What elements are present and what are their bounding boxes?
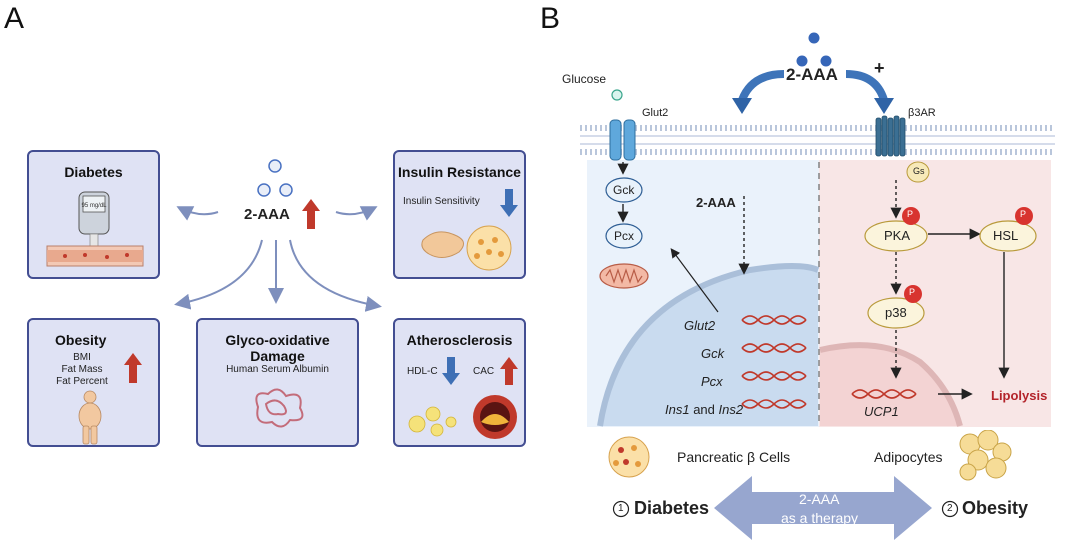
down-arrow-icon bbox=[500, 189, 518, 217]
glyco-title: Glyco-oxidative Damage bbox=[225, 332, 330, 364]
gck-node bbox=[605, 177, 643, 203]
diabetes-title: Diabetes bbox=[64, 164, 123, 180]
therapy-line1: 2-AAA bbox=[799, 491, 840, 507]
obesity-metrics: BMI Fat Mass Fat Percent bbox=[47, 352, 117, 388]
gene-ins: Ins1 and Ins2 bbox=[665, 402, 743, 417]
therapy-line2: as a therapy bbox=[781, 510, 859, 526]
panel-b-letter: B bbox=[540, 2, 561, 35]
mitochondrion-icon bbox=[599, 263, 649, 289]
p38-label: p38 bbox=[885, 305, 907, 320]
top-curved-arrows bbox=[732, 70, 894, 114]
beta3ar-label: β3AR bbox=[908, 107, 936, 119]
pcx-node bbox=[605, 223, 643, 249]
number-1: 1 bbox=[618, 503, 624, 514]
beta-cells-label: Pancreatic β Cells bbox=[677, 449, 791, 465]
phospho-badge bbox=[904, 285, 922, 303]
ucp1-dna-icon bbox=[851, 389, 917, 399]
pcx-label: Pcx bbox=[614, 229, 635, 243]
pancreatic-pathway-arrows bbox=[617, 162, 750, 313]
insulin-resistance-box: Insulin Resistance Insulin Sensitivity bbox=[393, 150, 526, 279]
gene-pcx: Pcx bbox=[701, 374, 723, 389]
up-arrow-icon bbox=[124, 353, 142, 383]
person-icon bbox=[78, 390, 102, 445]
insulin-sensitivity-label: Insulin Sensitivity bbox=[403, 196, 480, 207]
up-arrow-icon bbox=[500, 357, 518, 385]
adipocyte-cluster-icon bbox=[959, 430, 1012, 481]
gene-ins2: Ins2 bbox=[718, 402, 744, 417]
phospho-label: P bbox=[907, 209, 914, 219]
phospho-badge bbox=[902, 207, 920, 225]
membrane-nucleus-graphic bbox=[580, 120, 1055, 427]
albumin-protein-icon bbox=[255, 388, 304, 428]
pka-node bbox=[864, 220, 928, 252]
diabetes-box: Diabetes 95 mg/dL bbox=[27, 150, 160, 279]
up-arrow-icon bbox=[302, 199, 320, 229]
cac-label: CAC bbox=[473, 366, 495, 377]
dna-helix-icons bbox=[741, 315, 807, 409]
hdl-label: HDL-C bbox=[407, 366, 438, 377]
hsl-node bbox=[979, 220, 1037, 252]
beta-cell-cluster-icon bbox=[608, 436, 650, 478]
glut2-label: Glut2 bbox=[642, 107, 669, 119]
gs-label: Gs bbox=[913, 166, 925, 176]
obesity-label: Obesity bbox=[962, 498, 1029, 518]
phospho-badge bbox=[1015, 207, 1033, 225]
gs-protein-icon bbox=[906, 161, 930, 183]
phospho-label: P bbox=[909, 287, 916, 297]
therapy-double-arrow bbox=[714, 476, 932, 540]
gene-and: and bbox=[689, 402, 719, 417]
number-2: 2 bbox=[947, 503, 953, 514]
molecule-icon bbox=[796, 32, 832, 67]
glucose-label: Glucose bbox=[562, 72, 607, 86]
obesity-title: Obesity bbox=[55, 332, 107, 348]
phospho-label: P bbox=[1020, 209, 1027, 219]
gene-glut2: Glut2 bbox=[684, 318, 716, 333]
beta3ar-receptor-icon bbox=[875, 115, 906, 157]
molecule-icon bbox=[257, 159, 293, 197]
number-badge-2 bbox=[941, 500, 959, 518]
hsl-label: HSL bbox=[993, 228, 1019, 243]
pka-label: PKA bbox=[884, 228, 911, 243]
ucp1-label: UCP1 bbox=[864, 404, 899, 419]
gene-ins1: Ins1 bbox=[665, 402, 690, 417]
plus-sign: + bbox=[874, 58, 885, 78]
down-arrow-icon bbox=[442, 357, 460, 385]
glut2-transporter-icon bbox=[609, 119, 636, 161]
panel-a-letter: A bbox=[4, 2, 25, 35]
diabetes-label: Diabetes bbox=[634, 498, 710, 518]
insulin-title: Insulin Resistance bbox=[398, 164, 521, 180]
number-badge-1 bbox=[612, 500, 630, 518]
meter-text: 95 mg/dL bbox=[81, 203, 107, 209]
obesity-metric-fat-percent: Fat Percent bbox=[56, 376, 108, 387]
albumin-label: Human Serum Albumin bbox=[226, 364, 329, 375]
lipolysis-label: Lipolysis bbox=[991, 388, 1048, 403]
obesity-metric-fat-mass: Fat Mass bbox=[61, 364, 103, 375]
glucose-molecule-icon bbox=[611, 89, 623, 101]
p38-node bbox=[867, 297, 925, 329]
center-2aaa-label: 2-AAA bbox=[244, 206, 290, 223]
gene-gck: Gck bbox=[701, 346, 725, 361]
panel-a-arrows bbox=[174, 206, 382, 312]
obesity-box: Obesity BMI Fat Mass Fat Percent bbox=[27, 318, 160, 447]
mid-2aaa-label: 2-AAA bbox=[696, 195, 736, 210]
lipid-vessel-icon bbox=[408, 395, 517, 439]
athero-title: Atherosclerosis bbox=[406, 332, 513, 348]
top-2aaa-label: 2-AAA bbox=[786, 65, 838, 84]
atherosclerosis-box: Atherosclerosis HDL-C CAC bbox=[393, 318, 526, 447]
glucose-meter-icon: 95 mg/dL bbox=[46, 191, 144, 267]
glyco-oxidative-box: Glyco-oxidative Damage Human Serum Album… bbox=[196, 318, 359, 447]
adipocyte-pathway-arrows bbox=[890, 180, 1010, 400]
obesity-metric-bmi: BMI bbox=[73, 352, 91, 363]
pancreas-cell-icon bbox=[421, 225, 512, 271]
gck-label: Gck bbox=[613, 183, 635, 197]
adipocytes-label: Adipocytes bbox=[874, 449, 943, 465]
